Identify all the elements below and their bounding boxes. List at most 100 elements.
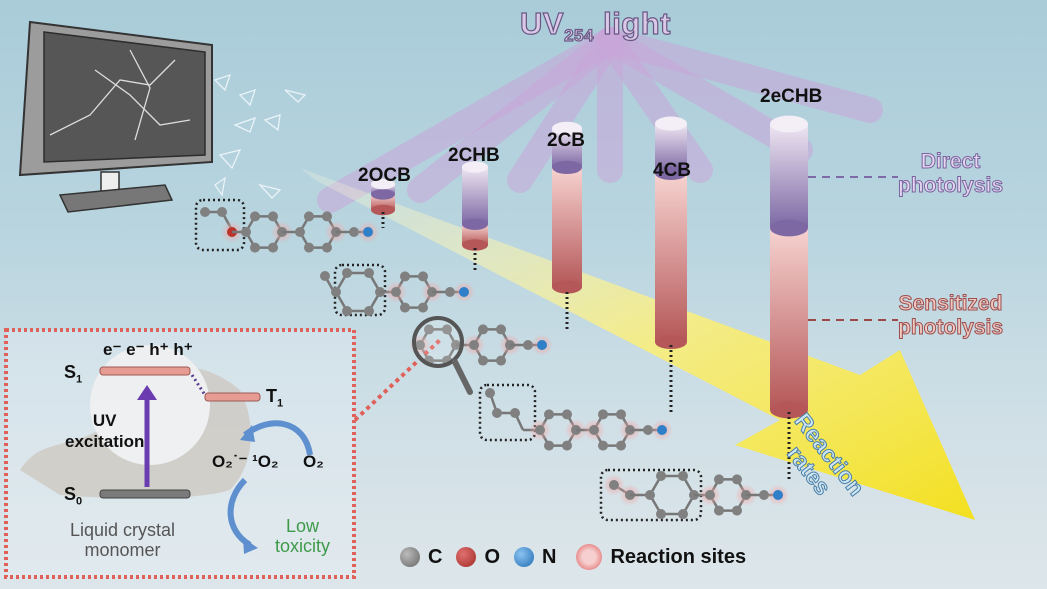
- direct-bottom-4CB: [655, 165, 687, 181]
- direct-segment-4CB: [655, 123, 687, 173]
- isc-dotted-line: [190, 374, 207, 396]
- atom: [609, 480, 619, 490]
- atom: [485, 388, 495, 398]
- sensitized-segment-2eCHB: [770, 228, 808, 410]
- atom: [562, 440, 572, 451]
- legend-nitrogen: N: [542, 545, 557, 568]
- atom: [320, 271, 330, 281]
- atom: [656, 470, 666, 481]
- s0-level: [99, 489, 191, 499]
- atom: [616, 409, 626, 420]
- atom: [657, 425, 667, 435]
- atom: [478, 355, 488, 366]
- atom: [331, 287, 341, 297]
- legend-oxygen: O: [484, 545, 501, 568]
- uv-rays: [317, 27, 883, 213]
- nitrogen-atom-icon: [514, 547, 535, 567]
- atom: [496, 355, 506, 366]
- direct-segment-2eCHB: [770, 124, 808, 228]
- atom: [714, 474, 724, 485]
- cylinder-base-2OCB: [371, 204, 395, 216]
- magnifier-icon: [412, 316, 473, 395]
- atom: [678, 470, 688, 481]
- atom: [469, 340, 479, 350]
- oxygen-atom-icon: [456, 547, 477, 567]
- direct-segment-2CHB: [462, 167, 488, 225]
- cylinder-top-4CB: [655, 116, 687, 131]
- atom: [759, 490, 769, 500]
- atom: [391, 287, 401, 297]
- oxygen-cycle-arrow: [243, 420, 313, 456]
- direct-bottom-2OCB: [371, 189, 395, 200]
- atom: [424, 324, 434, 335]
- cylinder-top-2OCB: [371, 178, 395, 190]
- atom: [217, 207, 227, 217]
- atom: [537, 340, 547, 350]
- cylinder-base-2eCHB: [770, 401, 808, 419]
- label-2chb: 2CHB: [448, 145, 500, 166]
- legend-reaction-sites: Reaction sites: [610, 545, 747, 568]
- atom: [418, 302, 428, 313]
- s1-label: S1: [64, 362, 83, 386]
- atom: [418, 271, 428, 282]
- reactive-oxygen-species: O₂˙⁻ ¹O₂: [212, 452, 279, 471]
- atom: [445, 287, 455, 297]
- atom: [645, 490, 655, 500]
- atom: [544, 409, 554, 420]
- reaction-site-icon: [576, 544, 603, 570]
- atom: [200, 207, 210, 217]
- atom: [523, 340, 533, 350]
- uv-light-title: UV254 light: [519, 5, 671, 46]
- atom: [714, 505, 724, 516]
- cylinder-top-2CB: [552, 121, 582, 135]
- cylinder-base-4CB: [655, 334, 687, 350]
- direct-bottom-2CB: [552, 160, 582, 174]
- atom: [496, 324, 506, 335]
- direct-bottom-2eCHB: [770, 219, 808, 237]
- atom: [705, 490, 715, 500]
- atom: [589, 425, 599, 435]
- atom: [250, 211, 260, 222]
- atom: [773, 490, 783, 500]
- atom: [342, 267, 352, 278]
- reaction-rate-arrow: [300, 168, 975, 520]
- s1-level: [99, 366, 191, 376]
- cylinder-top-2eCHB: [770, 115, 808, 133]
- atom: [544, 440, 554, 451]
- substituent-box: [599, 468, 703, 522]
- t1-level: [204, 392, 261, 402]
- cylinder-connectors: [381, 212, 791, 482]
- atom: [322, 211, 332, 222]
- atom: [459, 287, 469, 297]
- label-4cb: 4CB: [653, 160, 692, 181]
- sensitized-segment-4CB: [655, 173, 687, 342]
- atom: [349, 227, 359, 237]
- atom: [478, 324, 488, 335]
- broken-monitor-icon: [18, 20, 307, 213]
- rate-cylinders: [371, 115, 808, 419]
- direct-bottom-2CHB: [462, 218, 488, 230]
- atom: [400, 271, 410, 282]
- substituent-box: [478, 383, 537, 442]
- atom: [400, 302, 410, 313]
- atom: [322, 242, 332, 253]
- carbon-atom-icon: [400, 547, 420, 567]
- charge-carriers: e⁻ e⁻ h⁺ h⁺: [103, 340, 193, 359]
- atom: [643, 425, 653, 435]
- label-2ocb: 2OCB: [358, 165, 411, 186]
- atom: [364, 267, 374, 278]
- atom: [562, 409, 572, 420]
- atom: [598, 440, 608, 451]
- atom: [268, 242, 278, 253]
- atom: [364, 306, 374, 317]
- oxygen-label: O₂: [303, 452, 324, 471]
- legend: C O N Reaction sites: [400, 544, 746, 570]
- atom: [732, 474, 742, 485]
